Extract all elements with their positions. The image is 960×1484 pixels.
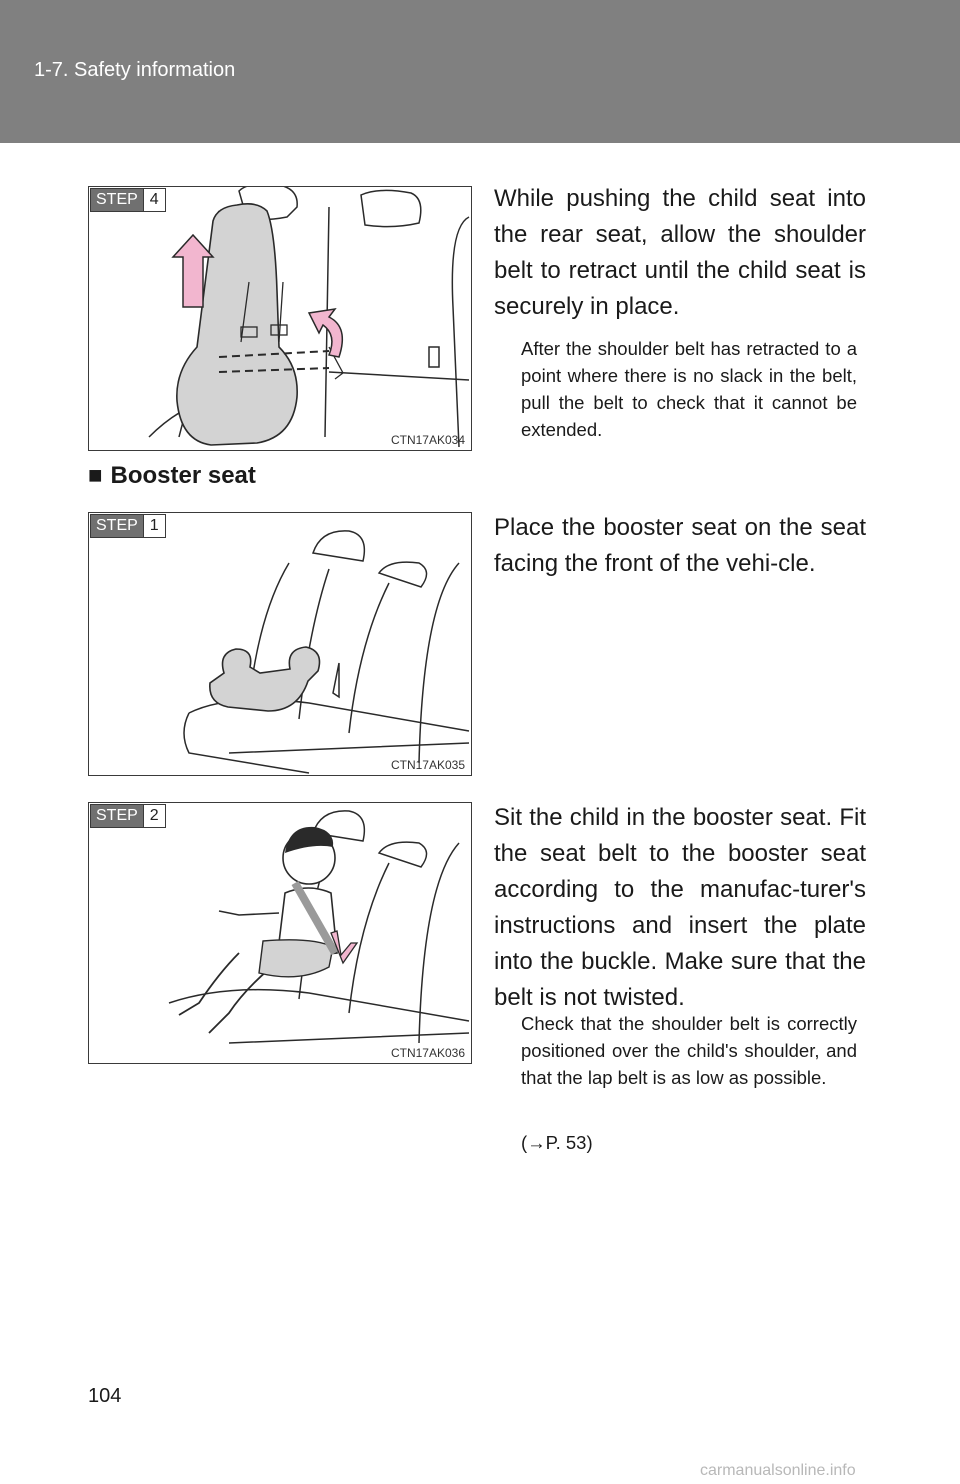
step-label: STEP <box>91 805 143 827</box>
step-4-note: After the shoulder belt has retracted to… <box>521 338 857 440</box>
step-4-text: While pushing the child seat into the re… <box>494 185 866 320</box>
step-2-note: Check that the shoulder belt is correctl… <box>521 1013 857 1088</box>
child-seat-illustration <box>148 187 470 448</box>
step-badge: STEP 2 <box>90 804 166 828</box>
watermark: carmanualsonline.info <box>700 1462 856 1479</box>
step-badge: STEP 1 <box>90 514 166 538</box>
image-code: CTN17AK034 <box>390 433 465 447</box>
step-label: STEP <box>91 189 143 211</box>
section-heading: ■ Booster seat <box>88 462 256 490</box>
step-number: 4 <box>142 189 165 211</box>
image-code: CTN17AK036 <box>390 1046 465 1060</box>
step-label: STEP <box>91 515 143 537</box>
step-number: 2 <box>142 805 165 827</box>
image-code: CTN17AK035 <box>390 758 465 772</box>
booster-seat-illustration <box>183 530 470 774</box>
figure-step-2: STEP 2 CTN17AK036 <box>88 802 472 1064</box>
step-badge: STEP 4 <box>90 188 166 212</box>
figure-step-1: STEP 1 CTN17AK035 <box>88 512 472 776</box>
step-2-note-ref: (→P. 53) <box>521 1132 593 1153</box>
step-2-text: Sit the child in the booster seat. Fit t… <box>494 804 866 1011</box>
section-title: 1-7. Safety information <box>34 59 236 81</box>
page-number: 104 <box>88 1385 122 1407</box>
page-header: 1-7. Safety information <box>0 0 960 143</box>
heading-bullet: ■ <box>88 462 103 489</box>
heading-title: Booster seat <box>110 462 256 489</box>
step-number: 1 <box>142 515 165 537</box>
step-1-text: Place the booster seat on the seat facin… <box>494 514 866 577</box>
child-booster-illustration <box>168 810 470 1044</box>
figure-step-4: STEP 4 CTN17AK034 <box>88 186 472 451</box>
